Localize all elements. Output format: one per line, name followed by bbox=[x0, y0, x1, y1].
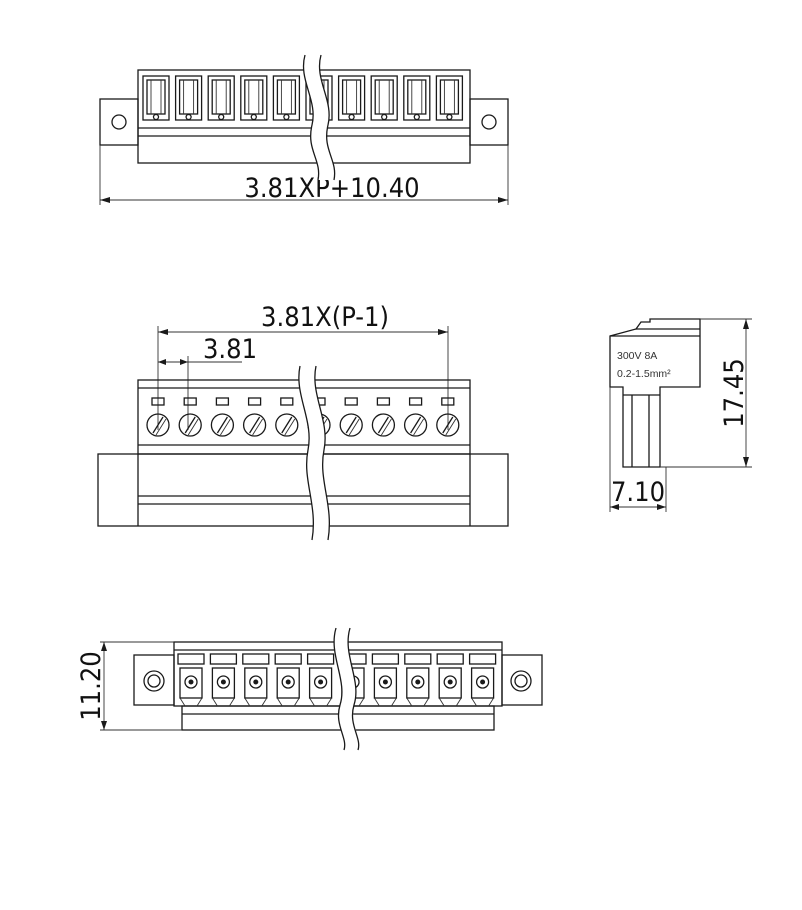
bottom-left-flange bbox=[133, 654, 175, 706]
top-pin bbox=[240, 75, 268, 121]
top-pin bbox=[207, 75, 235, 121]
top-pin bbox=[142, 75, 170, 121]
side-outline bbox=[609, 318, 701, 468]
bottom-plug-body bbox=[181, 705, 495, 731]
pitch-span-dimension: 3.81X(P-1) bbox=[261, 302, 389, 333]
top-break-lines bbox=[302, 54, 336, 181]
bottom-height-dimension: 11.20 bbox=[76, 651, 107, 721]
front-screw bbox=[371, 397, 396, 437]
top-right-flange bbox=[469, 98, 509, 146]
top-pin bbox=[403, 75, 431, 121]
front-screw bbox=[275, 397, 299, 437]
bottom-left-mount-hole bbox=[143, 670, 165, 692]
bottom-pin bbox=[371, 653, 400, 707]
front-screw bbox=[403, 397, 428, 437]
depth-dimension: 7.10 bbox=[611, 477, 665, 508]
top-pin bbox=[370, 75, 398, 121]
front-plug-body bbox=[97, 453, 509, 527]
top-pin bbox=[174, 75, 203, 121]
front-screw bbox=[178, 397, 202, 437]
front-screw bbox=[242, 397, 267, 437]
height-dimension: 17.45 bbox=[719, 358, 750, 428]
bottom-pin bbox=[404, 653, 432, 707]
bottom-pin bbox=[436, 653, 464, 707]
top-view: 3.81XP+10.40 bbox=[99, 54, 509, 205]
rating-label: 300V 8A bbox=[617, 350, 657, 362]
front-view: 3.81X(P-1) 3.81 bbox=[97, 302, 509, 541]
bottom-pin bbox=[274, 653, 302, 707]
top-pin bbox=[337, 75, 366, 121]
front-screw bbox=[436, 397, 460, 437]
pitch-dimension: 3.81 bbox=[203, 334, 257, 365]
bottom-right-mount-hole bbox=[510, 670, 532, 692]
bottom-right-flange bbox=[501, 654, 543, 706]
front-screw bbox=[339, 397, 363, 437]
top-left-flange bbox=[99, 98, 139, 146]
bottom-pin bbox=[468, 653, 497, 707]
bottom-pin bbox=[306, 653, 335, 707]
front-pin-row bbox=[146, 397, 460, 437]
front-screw bbox=[146, 397, 170, 437]
wire-size-label: 0.2-1.5mm² bbox=[617, 368, 671, 380]
top-pin-row bbox=[142, 75, 464, 121]
front-screw bbox=[210, 397, 235, 437]
bottom-view: 11.20 bbox=[76, 627, 543, 751]
bottom-pin bbox=[209, 653, 238, 707]
top-right-mount-hole bbox=[481, 114, 497, 130]
top-pin bbox=[435, 75, 464, 121]
front-break-lines bbox=[298, 365, 330, 541]
top-left-mount-hole bbox=[111, 114, 127, 130]
top-body bbox=[137, 69, 471, 164]
side-view: 300V 8A 0.2-1.5mm² 17.45 7.10 bbox=[609, 318, 752, 512]
top-pin bbox=[272, 75, 301, 121]
bottom-break-lines bbox=[333, 627, 360, 751]
bottom-pin bbox=[242, 653, 270, 707]
bottom-pin bbox=[177, 653, 205, 707]
